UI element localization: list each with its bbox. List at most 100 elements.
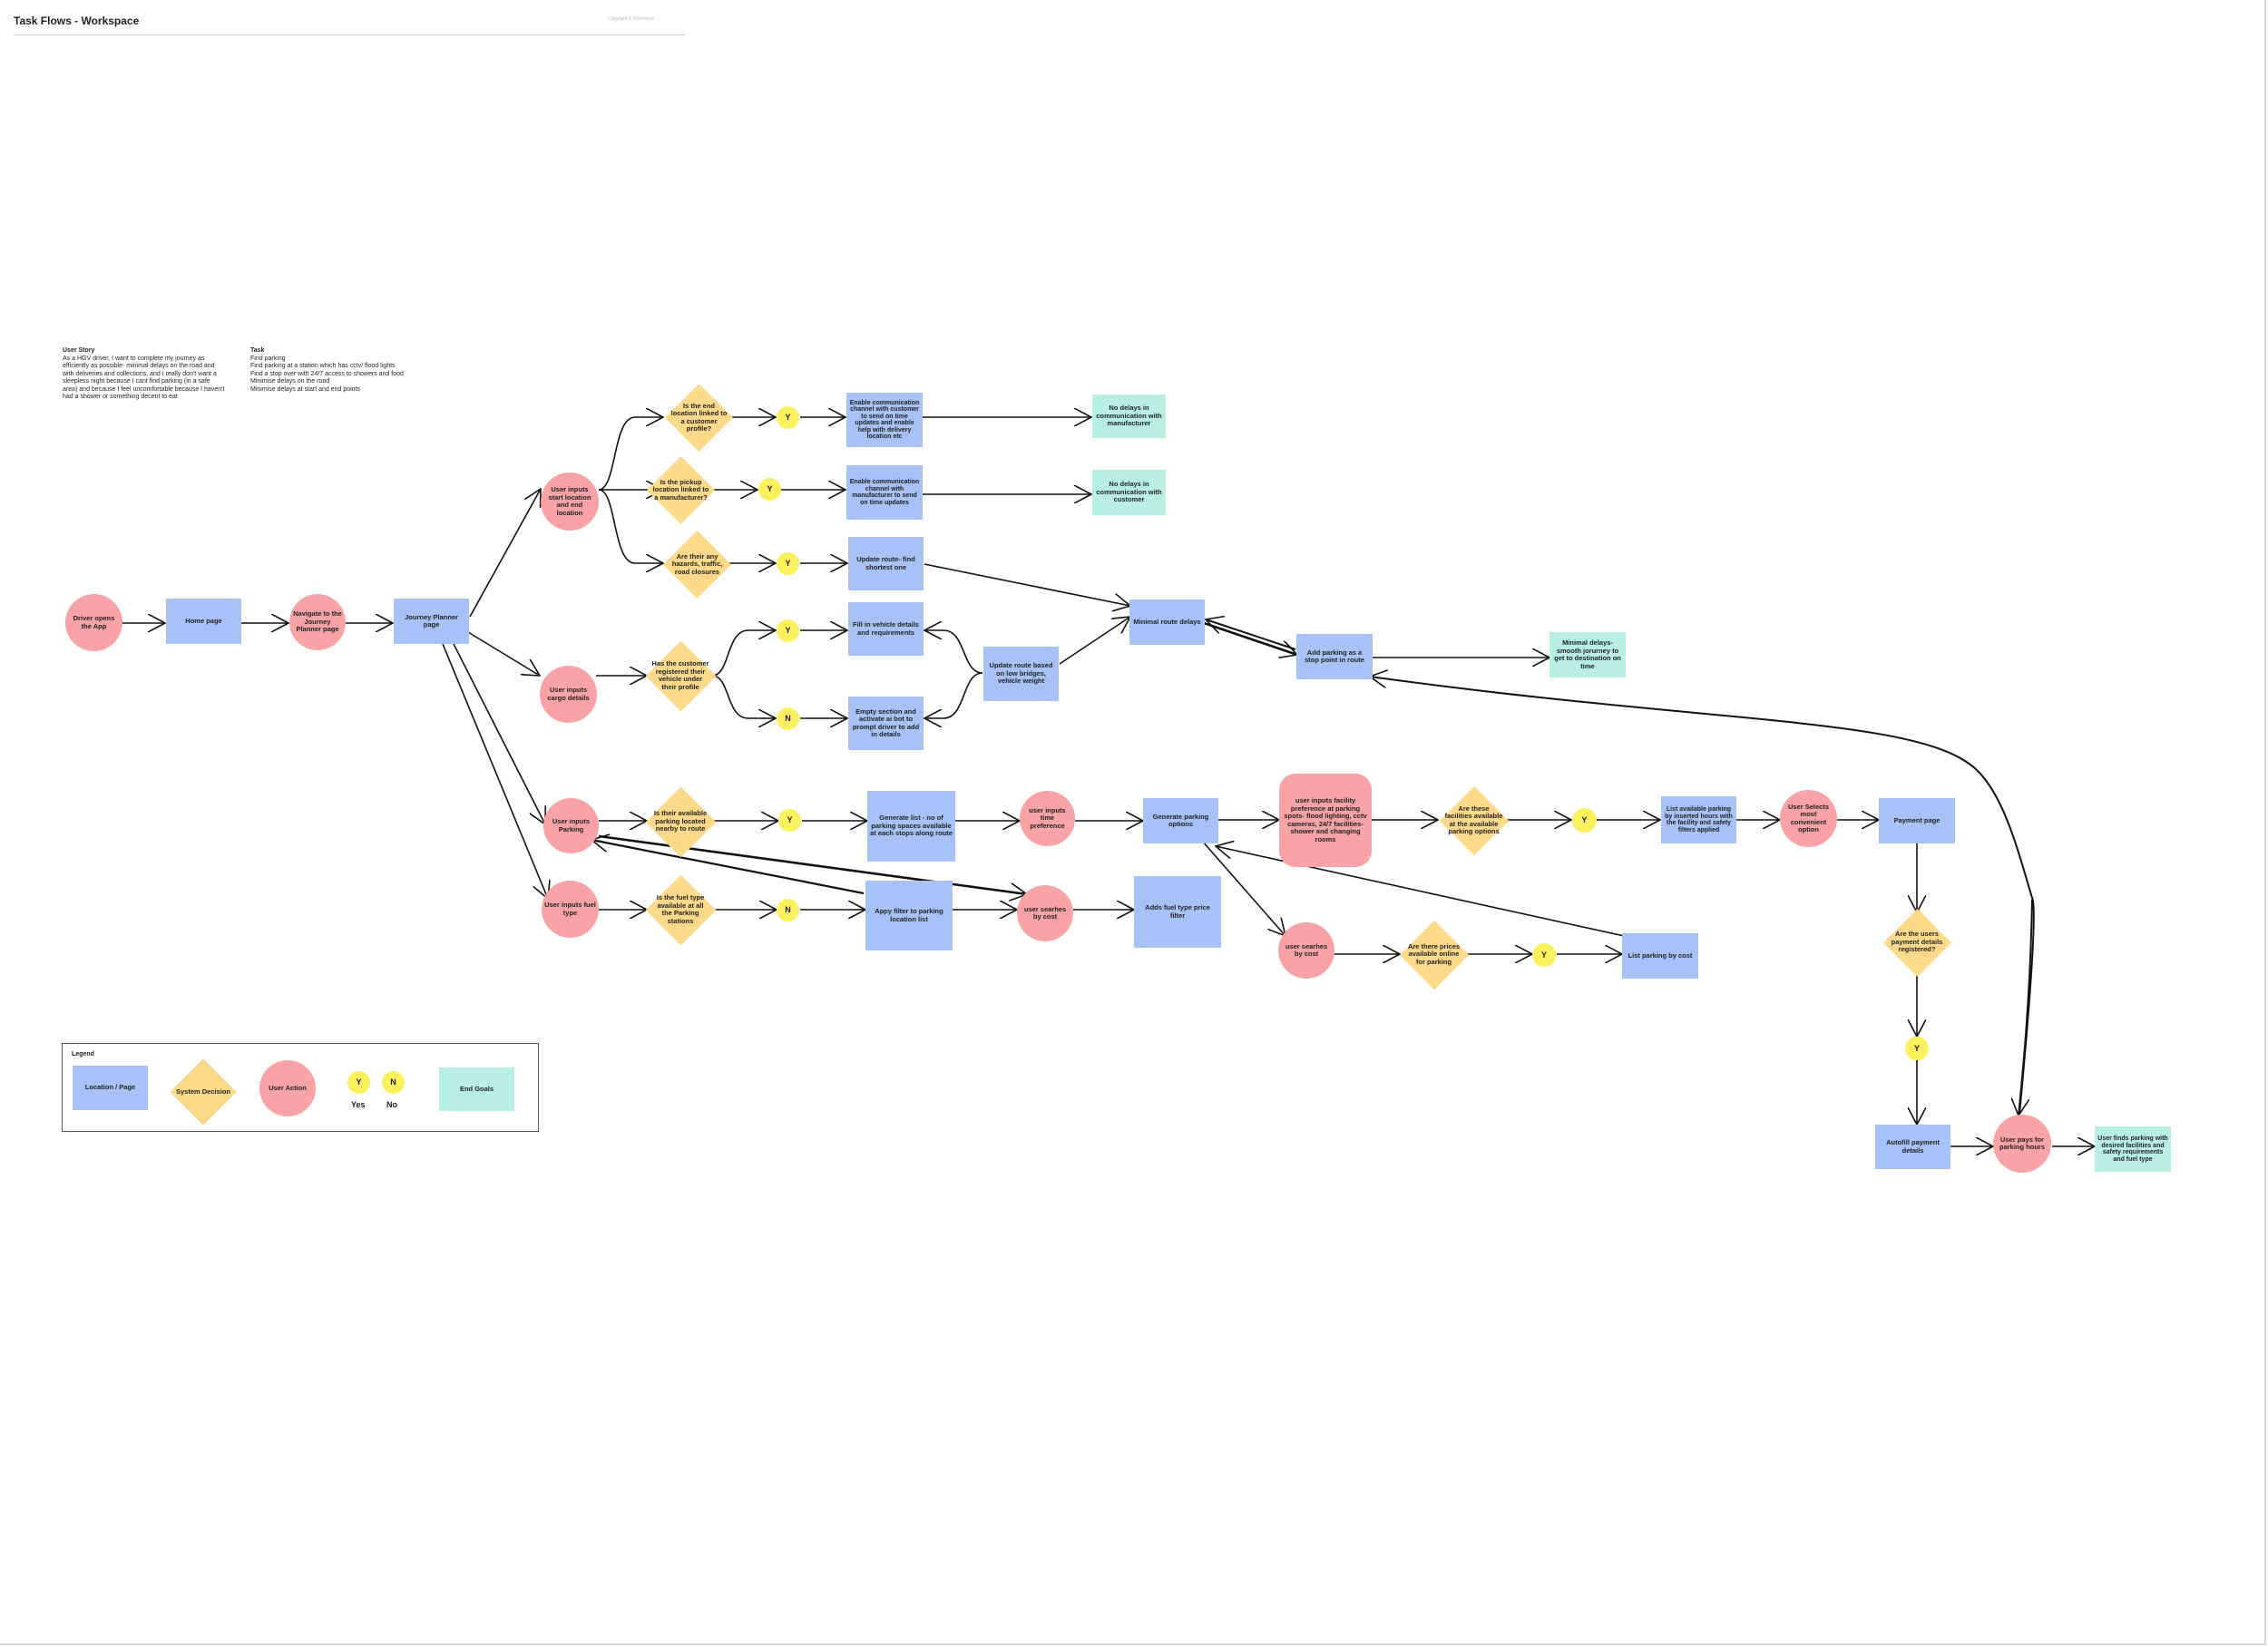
legend-decision-label: System Decision	[175, 1087, 231, 1096]
node-minimal-route-delays[interactable]: Minimal route delays	[1129, 599, 1205, 645]
legend-yes-marker: Y	[347, 1071, 370, 1094]
page-title: Task Flows - Workspace	[14, 15, 140, 27]
yes-marker: Y	[778, 809, 801, 832]
yes-marker: Y	[777, 552, 799, 575]
decision-label: Is their available parking located nearb…	[653, 809, 708, 833]
decision-payment-registered[interactable]: Are the users payment details registered…	[1882, 908, 1951, 977]
edge-back-pays	[2019, 899, 2033, 1116]
decision-label: Are the users payment details registered…	[1891, 930, 1943, 954]
decision-prices-online[interactable]: Are there prices available online for pa…	[1399, 920, 1469, 989]
node-generate-parking-options[interactable]: Generate parking options	[1143, 798, 1218, 843]
edge-pays-addstop	[1370, 677, 2035, 1115]
node-payment-page[interactable]: Payment page	[1879, 798, 1955, 843]
edge-location-d1	[598, 417, 663, 491]
no-marker: N	[777, 899, 799, 921]
legend-no-marker: N	[382, 1071, 405, 1094]
copyright-text: Copyright © Whimsical	[608, 16, 654, 22]
decision-label: Are their any hazards, traffic, road clo…	[671, 551, 723, 576]
legend-yes-label: Yes	[351, 1100, 366, 1109]
goal-finds-parking[interactable]: User finds parking with desired faciliti…	[2095, 1126, 2171, 1172]
decision-label: Has the customer registered their vehicl…	[651, 659, 709, 691]
decision-facilities-available[interactable]: Are these facilities available at the av…	[1439, 785, 1509, 855]
decision-hazards[interactable]: Are their any hazards, traffic, road clo…	[663, 531, 731, 599]
task-heading: Task	[250, 347, 265, 354]
node-apply-filter[interactable]: Appy filter to parking location list	[865, 881, 953, 950]
yes-marker: Y	[1572, 808, 1597, 833]
node-search-by-cost-1[interactable]: user searhes by cost	[1017, 885, 1073, 941]
legend-title: Legend	[72, 1051, 94, 1057]
edge-planner-cargo	[467, 631, 540, 676]
node-autofill-payment[interactable]: Autofill payment details	[1875, 1125, 1950, 1169]
yes-marker: Y	[1905, 1037, 1929, 1060]
edge-d4-n1	[711, 675, 776, 718]
yes-marker: Y	[777, 406, 799, 429]
edge-planner-parking	[453, 643, 545, 824]
legend: Legend Location / Page System Decision U…	[62, 1043, 539, 1132]
decision-label: Are these facilities available at the av…	[1444, 804, 1503, 835]
yes-marker: Y	[1532, 943, 1556, 967]
node-pays-parking[interactable]: User pays for parking hours	[1993, 1115, 2051, 1173]
node-fuel-price-filter[interactable]: Adds fuel type price filter	[1134, 876, 1221, 948]
node-empty-section-ai-bot[interactable]: Empty section and activate ai bot to pro…	[848, 697, 924, 750]
decision-fuel-available[interactable]: Is the fuel type available at all the Pa…	[645, 874, 716, 945]
edge-planner-location	[469, 489, 541, 618]
edge-update-minimal	[924, 563, 1130, 606]
user-story-heading: User Story	[63, 347, 95, 354]
node-driver-opens-app[interactable]: Driver opens the App	[65, 594, 122, 651]
edge-bridges-empty	[924, 672, 983, 718]
node-time-preference[interactable]: user inputs time preference	[1020, 791, 1075, 846]
yes-marker: Y	[777, 619, 799, 642]
legend-user-action: User Action	[259, 1060, 316, 1116]
title-divider	[14, 34, 685, 35]
decision-parking-nearby[interactable]: Is their available parking located nearb…	[645, 786, 716, 857]
node-inputs-fuel[interactable]: User inputs fuel type	[542, 881, 599, 938]
edge-minimal-addstop	[1203, 621, 1297, 655]
task-text: Find parking Find parking at a station w…	[250, 355, 404, 393]
node-enable-customer-channel[interactable]: Enable communication channel with custom…	[846, 393, 923, 447]
legend-location-page: Location / Page	[73, 1066, 148, 1110]
legend-end-goals: End Goals	[439, 1067, 514, 1111]
node-enable-manufacturer-channel[interactable]: Enable communication channel with manufa…	[846, 465, 923, 520]
goal-minimal-delays[interactable]: Minimal delays- smooth jorurney to get t…	[1549, 632, 1626, 677]
node-selects-option[interactable]: User Selects most convenient option	[1780, 790, 1837, 847]
node-list-available-parking[interactable]: List available parking by inserted hours…	[1661, 796, 1736, 843]
node-add-parking-stop[interactable]: Add parking as a stop point in route	[1296, 634, 1373, 679]
decision-end-customer[interactable]: Is the end location linked to a customer…	[665, 384, 733, 452]
node-generate-parking-list[interactable]: Generate list - no of parking spaces ava…	[867, 791, 955, 862]
decision-label: Is the pickup location linked to a manuf…	[652, 477, 709, 502]
legend-system-decision: System Decision	[170, 1058, 237, 1126]
node-search-by-cost-2[interactable]: user searhes by cost	[1278, 922, 1334, 979]
yes-marker: Y	[758, 478, 781, 501]
node-update-route-bridges[interactable]: Update route based on low bridges, vehic…	[983, 647, 1059, 701]
edge-location-d3	[598, 489, 663, 563]
node-fill-vehicle-details[interactable]: Fill in vehicle details and requirements	[848, 602, 924, 656]
legend-no-label: No	[386, 1100, 397, 1109]
decision-label: Is the end location linked to a customer…	[670, 401, 728, 433]
edge-bridges-fill	[924, 630, 983, 674]
node-facility-preference[interactable]: user inputs facility preference at parki…	[1279, 774, 1372, 867]
edge-filter-parking	[591, 840, 865, 895]
goal-no-delays-customer[interactable]: No delays in communication with customer	[1092, 470, 1166, 515]
node-update-route[interactable]: Update route- find shortest one	[848, 537, 924, 590]
node-navigate-journey-planner[interactable]: Navigate to the Journey Planner page	[289, 594, 346, 650]
user-story-text: As a HGV driver, I want to complete my j…	[63, 355, 225, 401]
decision-label: Are there prices available online for pa…	[1407, 941, 1461, 966]
goal-no-delays-manufacturer[interactable]: No delays in communication with manufact…	[1092, 395, 1166, 438]
node-inputs-parking[interactable]: User inputs Parking	[543, 798, 599, 853]
decision-label: Is the fuel type available at all the Pa…	[656, 893, 705, 925]
decision-registered-vehicle[interactable]: Has the customer registered their vehicl…	[645, 640, 716, 711]
node-inputs-cargo[interactable]: User inputs cargo details	[540, 666, 597, 723]
node-inputs-location[interactable]: User inputs start location and end locat…	[541, 473, 599, 531]
edge-d4-y4	[711, 630, 776, 677]
edge-addstop-minimal	[1206, 619, 1296, 650]
node-home-page[interactable]: Home page	[166, 599, 241, 644]
node-journey-planner-page[interactable]: Journey Planner page	[394, 599, 469, 644]
decision-pickup-manufacturer[interactable]: Is the pickup location linked to a manuf…	[647, 456, 715, 524]
edge-planner-fuel	[442, 643, 548, 899]
node-list-by-cost[interactable]: List parking by cost	[1622, 933, 1698, 979]
